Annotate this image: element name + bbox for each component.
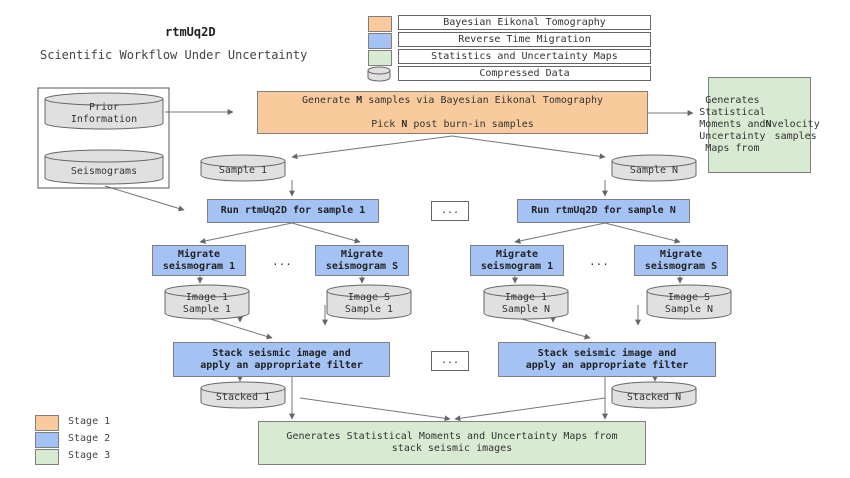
legend-swatch-stage3	[35, 449, 59, 465]
image-s-sample-1-label: Image S Sample 1	[344, 292, 394, 315]
sample-1-cylinder	[200, 154, 286, 182]
prior-information-label: Prior Information	[70, 102, 138, 125]
image-s-sample-n-cylinder	[646, 284, 732, 320]
image-s-sample-1-cylinder	[326, 284, 412, 320]
legend-swatch-stage2	[35, 432, 59, 448]
arrow-runN-ms	[604, 222, 681, 244]
legend-stage3-label: Stage 3	[68, 450, 111, 461]
arrow-stackedN-final	[454, 397, 606, 422]
arrow-seismograms-run1	[104, 185, 185, 212]
sample-n-cylinder	[611, 154, 697, 182]
stacked-n-cylinder	[611, 381, 697, 409]
run-ellipsis-box: ...	[431, 201, 469, 221]
generate-line-1: Generate M samples via Bayesian Eikonal …	[301, 94, 604, 106]
migrate-left-1-box: Migrate seismogram 1	[152, 245, 246, 276]
arrow-runN-m1	[514, 222, 606, 244]
legend-rtm: Reverse Time Migration	[398, 32, 651, 47]
sample-1-label: Sample 1	[218, 165, 268, 176]
migrate-right-s-box: Migrate seismogram S	[634, 245, 728, 276]
migrate-left-ellipsis: ...	[272, 255, 292, 268]
arrow-run1-m1	[199, 222, 293, 244]
stacked-n-label: Stacked N	[626, 392, 682, 403]
run-sample-1-box: Run rtmUq2D for sample 1	[207, 199, 379, 223]
final-stats-box: Generates Statistical Moments and Uncert…	[258, 421, 646, 465]
migrate-left-s-box: Migrate seismogram S	[315, 245, 409, 276]
arrow-stacked1-final	[299, 397, 451, 422]
stack-right-box: Stack seismic image and apply an appropr…	[498, 342, 716, 377]
image-s-sample-n-label: Image S Sample N	[664, 292, 714, 315]
stack-left-box: Stack seismic image and apply an appropr…	[173, 342, 390, 377]
seismograms-cylinder	[44, 149, 164, 185]
legend-stage2-label: Stage 2	[68, 433, 111, 444]
generate-samples-box: Generate M samples via Bayesian Eikonal …	[257, 91, 648, 134]
legend-stats: Statistics and Uncertainty Maps	[398, 49, 651, 64]
generate-line-2: Pick N post burn-in samples	[371, 118, 534, 130]
legend-swatch-stage1	[35, 415, 59, 431]
image-1-sample-1-cylinder	[164, 284, 250, 320]
legend-swatch-stats	[368, 50, 392, 66]
seismograms-label: Seismograms	[70, 166, 138, 177]
page-subtitle: Scientific Workflow Under Uncertainty	[40, 48, 308, 62]
page-title: rtmUq2D	[165, 25, 216, 39]
arrow-ri1-rstack	[517, 317, 591, 340]
velocity-stats-box: Generates Statistical Moments and Uncert…	[699, 77, 820, 173]
input-group-frame	[37, 87, 170, 189]
legend-swatch-bayesian	[368, 16, 392, 32]
migrate-right-1-box: Migrate seismogram 1	[470, 245, 564, 276]
legend-swatch-rtm	[368, 33, 392, 49]
arrow-li1-lstack	[206, 317, 273, 340]
stack-ellipsis-box: ...	[431, 351, 469, 371]
image-1-sample-n-label: Image 1 Sample N	[501, 292, 551, 315]
legend-bayesian: Bayesian Eikonal Tomography	[398, 15, 651, 30]
prior-cylinder	[44, 92, 164, 130]
image-1-sample-1-label: Image 1 Sample 1	[182, 292, 232, 315]
migrate-right-ellipsis: ...	[589, 255, 609, 268]
arrow-run1-ms	[291, 222, 361, 244]
legend-swatch-data-cylinder	[368, 67, 390, 81]
run-sample-n-box: Run rtmUq2D for sample N	[517, 199, 690, 223]
arrow-generate-sampleN	[451, 135, 606, 160]
image-1-sample-n-cylinder	[483, 284, 569, 320]
sample-n-label: Sample N	[629, 165, 679, 176]
stacked-1-label: Stacked 1	[215, 392, 271, 403]
legend-data: Compressed Data	[398, 66, 651, 81]
legend-stage1-label: Stage 1	[68, 416, 111, 427]
arrow-generate-sample1	[291, 135, 453, 160]
stacked-1-cylinder	[200, 381, 286, 409]
legend-data-cylinder	[367, 66, 391, 82]
